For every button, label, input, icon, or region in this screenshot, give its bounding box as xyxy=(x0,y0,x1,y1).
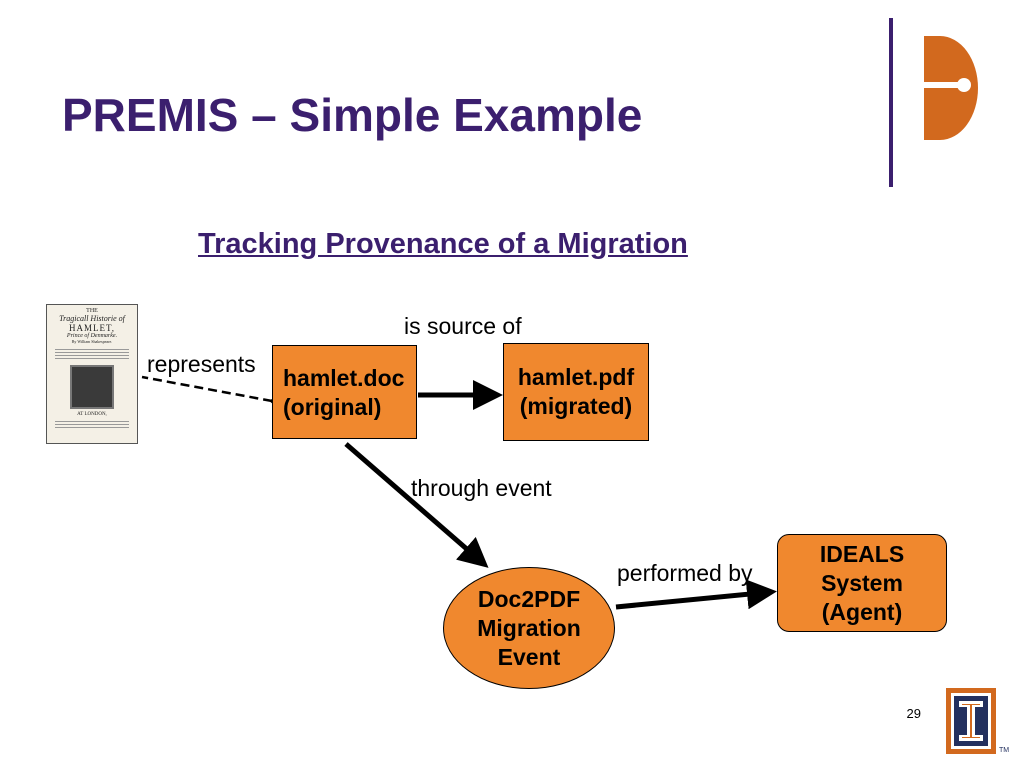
book-text-lines xyxy=(55,347,129,361)
performed-by-arrow xyxy=(615,579,777,610)
university-logo-icon: TM xyxy=(946,688,1009,754)
book-line: HAMLET, xyxy=(68,323,116,333)
node-label-line: (Agent) xyxy=(821,598,903,625)
hamlet-pdf-node: hamlet.pdf (migrated) xyxy=(503,343,649,441)
book-emblem xyxy=(70,365,114,409)
node-label-line: hamlet.pdf xyxy=(517,364,635,390)
represents-arrow xyxy=(141,375,272,401)
hamlet-book-image: THE Tragicall Historie of HAMLET, Prince… xyxy=(46,304,138,444)
book-line: THE xyxy=(86,308,98,314)
through-event-arrow xyxy=(344,442,489,568)
is-source-of-label: is source of xyxy=(404,313,522,339)
book-line: By William Shakespeare. xyxy=(71,339,113,344)
migration-event-node: Doc2PDF Migration Event xyxy=(443,567,615,689)
slide-title: PREMIS – Simple Example xyxy=(62,89,643,141)
ideals-agent-node: IDEALS System (Agent) xyxy=(777,534,947,632)
book-line: Prince of Denmarke. xyxy=(66,333,118,339)
node-label-line: (migrated) xyxy=(519,393,633,419)
node-label-line: (original) xyxy=(283,394,382,420)
book-line: Tragicall Historie of xyxy=(59,314,125,323)
node-label-line: System xyxy=(821,569,903,596)
node-label-line: hamlet.doc xyxy=(283,365,405,391)
book-text-lines xyxy=(55,419,129,429)
header-divider xyxy=(889,18,893,187)
hamlet-doc-node: hamlet.doc (original) xyxy=(272,345,417,439)
diagram-subtitle: Tracking Provenance of a Migration xyxy=(198,228,688,260)
node-label-line: Event xyxy=(497,643,561,670)
brand-logo-icon xyxy=(924,36,978,140)
node-label-line: Migration xyxy=(477,614,581,641)
through-event-label: through event xyxy=(411,475,552,501)
represents-label: represents xyxy=(147,351,256,377)
slide-number: 29 xyxy=(906,706,921,721)
book-line: AT LONDON, xyxy=(77,412,107,417)
svg-text:TM: TM xyxy=(999,747,1009,754)
performed-by-label: performed by xyxy=(617,560,753,586)
node-label-line: Doc2PDF xyxy=(477,585,581,612)
node-label-line: IDEALS xyxy=(819,540,905,567)
